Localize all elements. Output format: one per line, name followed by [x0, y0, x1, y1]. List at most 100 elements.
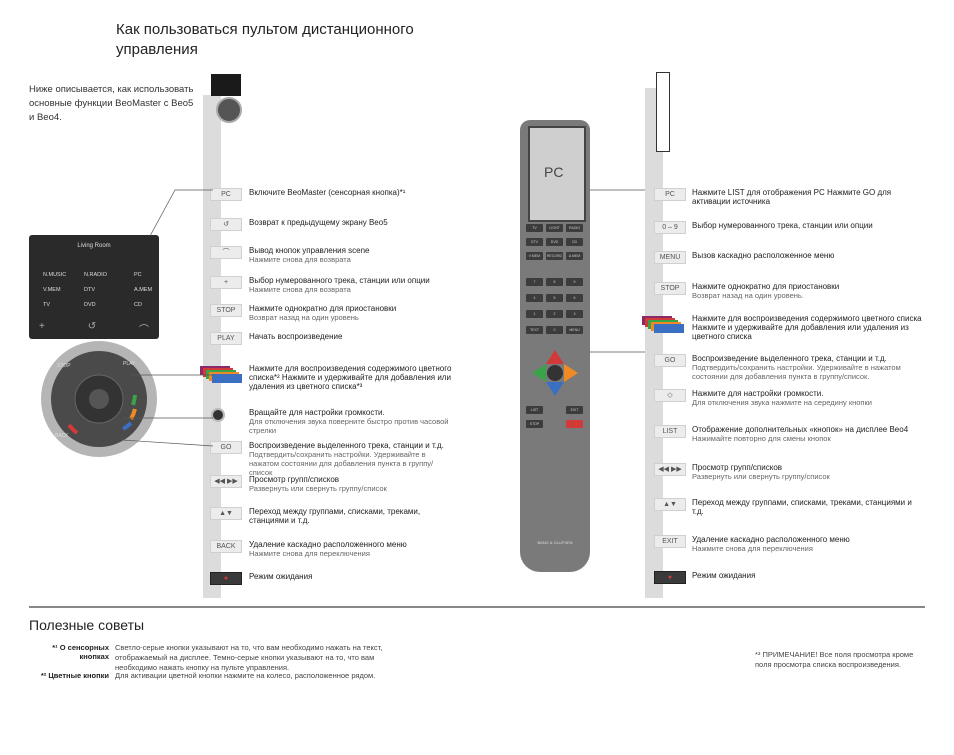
beo5-button-5[interactable]: PLAY — [210, 332, 242, 345]
beo4-list-key[interactable]: LIST — [526, 406, 543, 414]
beo4-number-key[interactable]: 6 — [566, 294, 583, 302]
beo4-key[interactable]: TV — [526, 224, 543, 232]
beo5-row-text: Вращайте для настройки громкости.Для отк… — [249, 408, 454, 435]
row-main: Режим ожидания — [692, 571, 756, 580]
beo4-row-text: Воспроизведение выделенного трека, станц… — [692, 354, 924, 381]
beo4-key[interactable]: DTV — [526, 238, 543, 246]
beo4-number-key[interactable]: 7 — [526, 278, 543, 286]
beo5-source-label[interactable]: V.MEM — [43, 287, 61, 293]
row-sub: Нажмите снова для возврата — [249, 285, 351, 294]
tips-title: Полезные советы — [29, 617, 145, 633]
beo4-button-11[interactable]: ● — [654, 571, 686, 584]
beo4-key[interactable]: DVD — [546, 238, 563, 246]
beo5-button-4[interactable]: STOP — [210, 304, 242, 317]
beo4-number-key[interactable]: TEXT — [526, 326, 543, 334]
beo5-button-1[interactable]: ↺ — [210, 218, 242, 231]
beo4-button-1[interactable]: 0 – 9 — [654, 221, 686, 234]
beo4-number-key[interactable]: 0 — [546, 326, 563, 334]
row-sub: Для отключения звука поверните быстро пр… — [249, 417, 449, 435]
beo4-button-3[interactable]: STOP — [654, 282, 686, 295]
beo4-exit-key[interactable]: EXIT — [566, 406, 583, 414]
row-sub: Возврат назад на один уровень — [249, 313, 359, 322]
color-key-swatch — [212, 374, 242, 383]
beo5-row-text: Переход между группами, списками, трекам… — [249, 507, 454, 525]
beo4-button-7[interactable]: LIST — [654, 425, 686, 438]
beo5-button-12[interactable]: ● — [210, 572, 242, 585]
row-main: Отображение дополнительных «кнопок» на д… — [692, 425, 909, 434]
beo4-brand: BANG & OLUFSEN — [537, 540, 573, 545]
beo5-button-0[interactable]: PC — [210, 188, 242, 201]
color-key-swatch — [654, 324, 684, 333]
beo4-button-6[interactable]: ◇ — [654, 389, 686, 402]
beo5-button-11[interactable]: BACK — [210, 540, 242, 553]
beo5-source-label[interactable]: DVD — [84, 302, 96, 308]
beo5-source-label[interactable]: CD — [134, 302, 142, 308]
beo5-source-label[interactable]: TV — [43, 302, 51, 308]
tip-value: Для активации цветной кнопки нажмите на … — [115, 671, 376, 680]
row-main: Нажмите для воспроизведения содержимого … — [249, 364, 452, 391]
beo4-number-key[interactable]: 9 — [566, 278, 583, 286]
row-sub: Нажимайте повторно для смены кнопок — [692, 434, 831, 443]
row-main: Нажмите для воспроизведения содержимого … — [692, 314, 922, 341]
beo5-top-icon — [211, 74, 241, 96]
beo5-source-label[interactable]: PC — [134, 272, 142, 278]
beo5-button-3[interactable]: + — [210, 276, 242, 289]
beo4-button-9[interactable]: ▲▼ — [654, 498, 686, 511]
beo4-key[interactable]: LIGHT — [546, 224, 563, 232]
row-sub: Подтвердить/сохранить настройки. Удержив… — [249, 450, 434, 477]
beo5-wheel-icon — [216, 97, 242, 123]
beo5-row-text: Начать воспроизведение — [249, 332, 454, 341]
scene-icon: ⌒ — [138, 325, 149, 336]
row-main: Переход между группами, списками, трекам… — [692, 498, 912, 516]
beo4-key[interactable]: RADIO — [566, 224, 583, 232]
beo4-standby-key[interactable] — [566, 420, 583, 428]
beo4-button-0[interactable]: PC — [654, 188, 686, 201]
beo5-source-label[interactable]: A.MEM — [134, 287, 153, 293]
beo4-number-key[interactable]: 3 — [566, 310, 583, 318]
row-main: Включите BeoMaster (сенсорная кнопка)*¹ — [249, 188, 406, 197]
beo4-button-8[interactable]: ◀◀ ▶▶ — [654, 463, 686, 476]
beo4-row-text: Выбор нумерованного трека, станции или о… — [692, 221, 924, 230]
beo5-source-label[interactable]: N.MUSIC — [43, 272, 67, 278]
beo5-source-label[interactable]: DTV — [84, 287, 95, 293]
beo4-number-key[interactable]: 4 — [526, 294, 543, 302]
beo4-number-key[interactable]: 5 — [546, 294, 563, 302]
beo4-number-key[interactable]: 2 — [546, 310, 563, 318]
beo4-stop-key[interactable]: STOP — [526, 420, 543, 428]
beo4-number-key[interactable]: MENU — [566, 326, 583, 334]
beo4-number-key[interactable]: 1 — [526, 310, 543, 318]
row-main: Вывод кнопок управления scene — [249, 246, 370, 255]
beo5-device: Living Room N.MUSIC N.RADIO PC V.MEM DTV A.ME… — [29, 235, 159, 535]
row-main: Удаление каскадно расположенного меню — [249, 540, 407, 549]
beo4-button-5[interactable]: GO — [654, 354, 686, 367]
row-sub: Нажмите снова для переключения — [249, 549, 370, 558]
beo4-row-text: Нажмите LIST для отображения PC Нажмите … — [692, 188, 924, 206]
beo5-button-10[interactable]: ▲▼ — [210, 507, 242, 520]
beo4-key[interactable]: RECORD — [546, 252, 563, 260]
beo5-button-8[interactable]: GO — [210, 441, 242, 454]
row-main: Выбор нумерованного трека, станции или о… — [692, 221, 873, 230]
beo5-screen-title: Living Room — [77, 243, 111, 249]
beo4-number-key[interactable]: 8 — [546, 278, 563, 286]
beo5-source-label[interactable]: N.RADIO — [84, 272, 107, 278]
beo4-row-text: Нажмите для настройки громкости.Для откл… — [692, 389, 924, 407]
beo5-button-2[interactable]: ⌒ — [210, 246, 242, 259]
row-main: Удаление каскадно расположенного меню — [692, 535, 850, 544]
row-main: Нажмите однократно для приостановки — [692, 282, 840, 291]
intro-text: Ниже описывается, как использовать основ… — [29, 84, 194, 123]
beo4-key[interactable]: A.MEM — [566, 252, 583, 260]
row-main: Переход между группами, списками, трекам… — [249, 507, 421, 525]
beo4-button-10[interactable]: EXIT — [654, 535, 686, 548]
beo4-key[interactable]: V.MEM — [526, 252, 543, 260]
row-sub: Нажмите снова для переключения — [692, 544, 813, 553]
wheel-play-label: PLAY — [123, 361, 136, 367]
row-main: Вращайте для настройки громкости. — [249, 408, 385, 417]
beo4-key[interactable]: CD — [566, 238, 583, 246]
beo4-cross-pad — [532, 350, 578, 396]
beo4-button-2[interactable]: MENU — [654, 251, 686, 264]
beo5-button-9[interactable]: ◀◀ ▶▶ — [210, 475, 242, 488]
